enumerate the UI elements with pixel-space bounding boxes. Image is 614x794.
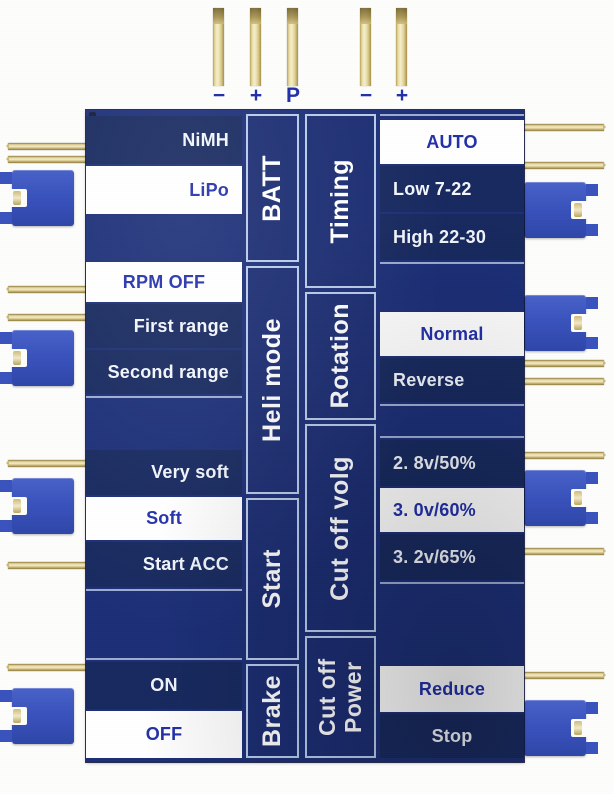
header-pin-2 [250, 8, 261, 86]
category-cut-off-volg: Cut off volg [305, 424, 376, 632]
option-first-range[interactable]: First range [86, 304, 242, 348]
jumper-pin-left-1 [6, 143, 88, 150]
category-timing-label: Timing [326, 158, 355, 244]
option-cutoff-3-0v[interactable]: 3. 0v/60% [380, 488, 524, 532]
jumper-pin-left-3 [6, 286, 88, 293]
option-rpm-off[interactable]: RPM OFF [86, 262, 242, 302]
header-pin-4 [360, 8, 371, 86]
category-brake-label: Brake [258, 675, 287, 747]
pcb-board: NiMH LiPo RPM OFF First range Second ran… [86, 110, 524, 762]
pin-label-minus-1: − [212, 84, 226, 107]
category-cut-off-power: Cut off Power [305, 636, 376, 758]
category-brake: Brake [246, 664, 299, 758]
jumper-pin-left-7 [6, 664, 88, 671]
option-normal[interactable]: Normal [380, 312, 524, 356]
pin-label-minus-2: − [359, 84, 373, 107]
jumper-cap-right-2[interactable] [524, 295, 598, 351]
jumper-pin-right-3 [522, 360, 606, 367]
jumper-cap-left-3[interactable] [0, 478, 74, 534]
pin-label-plus-2: + [395, 84, 409, 107]
category-heli-mode: Heli mode [246, 266, 299, 494]
option-start-acc[interactable]: Start ACC [86, 542, 242, 587]
option-stop[interactable]: Stop [380, 714, 524, 758]
right-option-column: AUTO Low 7-22 High 22-30 Normal Reverse … [380, 110, 524, 762]
jumper-pin-left-2 [6, 156, 88, 163]
jumper-cap-right-3[interactable] [524, 470, 598, 526]
category-rotation-label: Rotation [326, 303, 355, 409]
option-low-7-22[interactable]: Low 7-22 [380, 166, 524, 212]
category-cut-off-power-label: Cut off Power [313, 658, 366, 736]
jumper-pin-right-4 [522, 378, 606, 385]
option-brake-on[interactable]: ON [86, 662, 242, 709]
option-reduce[interactable]: Reduce [380, 666, 524, 712]
left-option-column: NiMH LiPo RPM OFF First range Second ran… [86, 110, 242, 762]
category-timing: Timing [305, 114, 376, 288]
option-soft[interactable]: Soft [86, 497, 242, 540]
header-pin-5 [396, 8, 407, 86]
category-column-right: Timing Rotation Cut off volg Cut off Pow… [303, 110, 378, 762]
header-pin-3 [287, 8, 298, 86]
category-batt-label: BATT [258, 154, 287, 222]
option-cutoff-3-2v[interactable]: 3. 2v/65% [380, 534, 524, 580]
pin-label-plus-1: + [249, 84, 263, 107]
category-rotation: Rotation [305, 292, 376, 420]
option-auto[interactable]: AUTO [380, 120, 524, 164]
option-reverse[interactable]: Reverse [380, 358, 524, 402]
category-cut-off-volg-label: Cut off volg [326, 455, 355, 601]
option-very-soft[interactable]: Very soft [86, 450, 242, 495]
jumper-cap-left-4[interactable] [0, 688, 74, 744]
category-batt: BATT [246, 114, 299, 262]
jumper-cap-left-2[interactable] [0, 330, 74, 386]
jumper-pin-right-6 [522, 548, 606, 555]
jumper-pin-right-2 [522, 162, 606, 169]
option-second-range[interactable]: Second range [86, 350, 242, 394]
category-start: Start [246, 498, 299, 660]
option-brake-off[interactable]: OFF [86, 711, 242, 758]
option-nimh[interactable]: NiMH [86, 116, 242, 164]
option-lipo[interactable]: LiPo [86, 166, 242, 214]
jumper-cap-left-1[interactable] [0, 170, 74, 226]
jumper-pin-left-6 [6, 562, 88, 569]
jumper-pin-right-7 [522, 672, 606, 679]
option-high-22-30[interactable]: High 22-30 [380, 214, 524, 260]
option-cutoff-2-8v[interactable]: 2. 8v/50% [380, 440, 524, 486]
category-column-left: BATT Heli mode Start Brake [244, 110, 301, 762]
jumper-pin-right-5 [522, 452, 606, 459]
jumper-cap-right-1[interactable] [524, 182, 598, 238]
pin-header: − + P − + [0, 0, 614, 112]
jumper-pin-right-1 [522, 124, 606, 131]
pin-label-p: P [285, 84, 300, 107]
category-heli-mode-label: Heli mode [258, 318, 287, 442]
header-pin-1 [213, 8, 224, 86]
jumper-pin-left-5 [6, 460, 88, 467]
jumper-cap-right-4[interactable] [524, 700, 598, 756]
jumper-pin-left-4 [6, 314, 88, 321]
category-start-label: Start [258, 549, 287, 609]
